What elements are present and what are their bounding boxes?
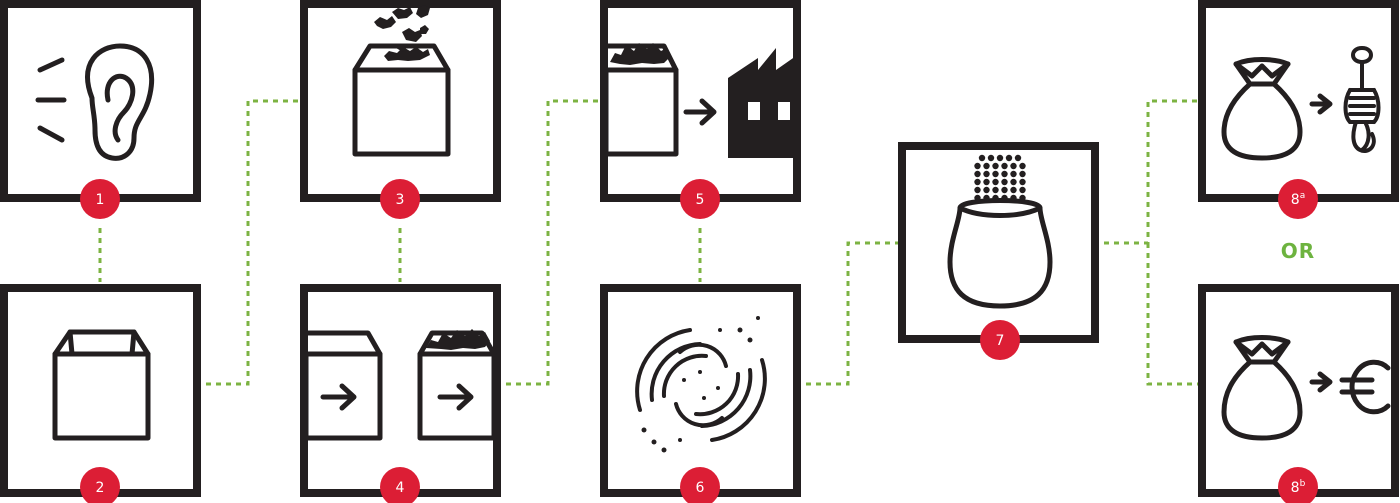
empty-bag-icon bbox=[52, 329, 151, 441]
svg-text:8b: 8b bbox=[1291, 479, 1306, 496]
granule bbox=[1019, 186, 1026, 194]
granule bbox=[974, 194, 981, 202]
granule bbox=[1019, 194, 1026, 202]
granule bbox=[1001, 170, 1008, 178]
step-badge-3: 3 bbox=[380, 179, 420, 219]
granule bbox=[1014, 154, 1022, 162]
granule bbox=[1010, 162, 1017, 170]
step-badge-2: 2 bbox=[80, 467, 120, 503]
bags-moving-icon bbox=[303, 329, 497, 441]
step-5 bbox=[600, 0, 801, 202]
step-2-frame bbox=[0, 284, 201, 497]
connector-6-7 bbox=[806, 241, 900, 386]
granules bbox=[974, 154, 1026, 202]
connector-2-3 bbox=[206, 99, 300, 386]
granule bbox=[992, 178, 999, 186]
granule bbox=[1010, 170, 1017, 178]
granule bbox=[992, 162, 999, 170]
connector-7-8a bbox=[1104, 99, 1198, 245]
granule bbox=[1010, 178, 1017, 186]
step-badge-8b: 8b bbox=[1278, 467, 1318, 503]
granule bbox=[992, 170, 999, 178]
or-label: OR bbox=[1281, 239, 1315, 263]
granule bbox=[974, 170, 981, 178]
step-badge-4-label: 4 bbox=[396, 480, 405, 496]
granule bbox=[974, 186, 981, 194]
granule bbox=[983, 178, 990, 186]
granule bbox=[1019, 162, 1026, 170]
connector-7-8b bbox=[1146, 243, 1198, 386]
step-badge-8b-number: 8 bbox=[1291, 480, 1300, 496]
granule bbox=[987, 154, 995, 162]
granule bbox=[983, 186, 990, 194]
step-6 bbox=[600, 284, 801, 497]
filling-bag-icon bbox=[352, 5, 451, 157]
step-badge-3-label: 3 bbox=[396, 192, 405, 208]
granule bbox=[996, 154, 1004, 162]
granule bbox=[1019, 178, 1026, 186]
step-8a bbox=[1198, 0, 1399, 202]
step-4-frame bbox=[300, 284, 501, 497]
step-4 bbox=[300, 284, 501, 497]
step-1 bbox=[0, 0, 201, 202]
granule bbox=[1005, 154, 1013, 162]
granule bbox=[1010, 186, 1017, 194]
granulate-sack-icon bbox=[947, 154, 1053, 309]
granule bbox=[1019, 170, 1026, 178]
granule bbox=[983, 170, 990, 178]
step-badge-4: 4 bbox=[380, 467, 420, 503]
step-badge-1: 1 bbox=[80, 179, 120, 219]
step-badge-7-label: 7 bbox=[996, 333, 1005, 349]
svg-text:8a: 8a bbox=[1291, 191, 1305, 208]
step-2 bbox=[0, 284, 201, 497]
granule bbox=[1001, 186, 1008, 194]
connector-4-5 bbox=[506, 99, 600, 386]
step-badge-7: 7 bbox=[980, 320, 1020, 360]
step-badge-8a-number: 8 bbox=[1291, 192, 1300, 208]
granule bbox=[992, 194, 999, 202]
step-8b bbox=[1198, 284, 1399, 497]
step-badge-1-label: 1 bbox=[96, 192, 105, 208]
step-8a-frame bbox=[1198, 0, 1399, 202]
granule bbox=[974, 162, 981, 170]
granule bbox=[1001, 178, 1008, 186]
granule bbox=[1010, 194, 1017, 202]
step-badge-6-label: 6 bbox=[696, 480, 705, 496]
step-1-frame bbox=[0, 0, 201, 202]
granule bbox=[983, 194, 990, 202]
step-badge-5: 5 bbox=[680, 179, 720, 219]
step-badge-6: 6 bbox=[680, 467, 720, 503]
granule bbox=[983, 162, 990, 170]
recycling-swirl-icon bbox=[635, 316, 767, 453]
step-badge-8a: 8a bbox=[1278, 179, 1318, 219]
sack-to-euro-icon bbox=[1221, 335, 1391, 441]
bag-to-factory-icon bbox=[603, 43, 796, 158]
step-3 bbox=[300, 0, 501, 202]
granule bbox=[974, 178, 981, 186]
step-7 bbox=[898, 142, 1099, 343]
sack-to-rope-icon bbox=[1221, 46, 1381, 161]
listening-ear-icon bbox=[35, 43, 155, 161]
granule bbox=[978, 154, 986, 162]
connectors bbox=[98, 99, 1198, 386]
step-badge-8b-sup: b bbox=[1300, 479, 1306, 489]
step-badge-5-label: 5 bbox=[696, 192, 705, 208]
step-6-frame bbox=[600, 284, 801, 497]
step-8b-frame bbox=[1198, 284, 1399, 497]
step-3-frame bbox=[300, 0, 501, 202]
granule bbox=[1001, 194, 1008, 202]
granule bbox=[1001, 162, 1008, 170]
step-badge-2-label: 2 bbox=[96, 480, 105, 496]
step-badge-8a-sup: a bbox=[1300, 191, 1306, 201]
granule bbox=[992, 186, 999, 194]
